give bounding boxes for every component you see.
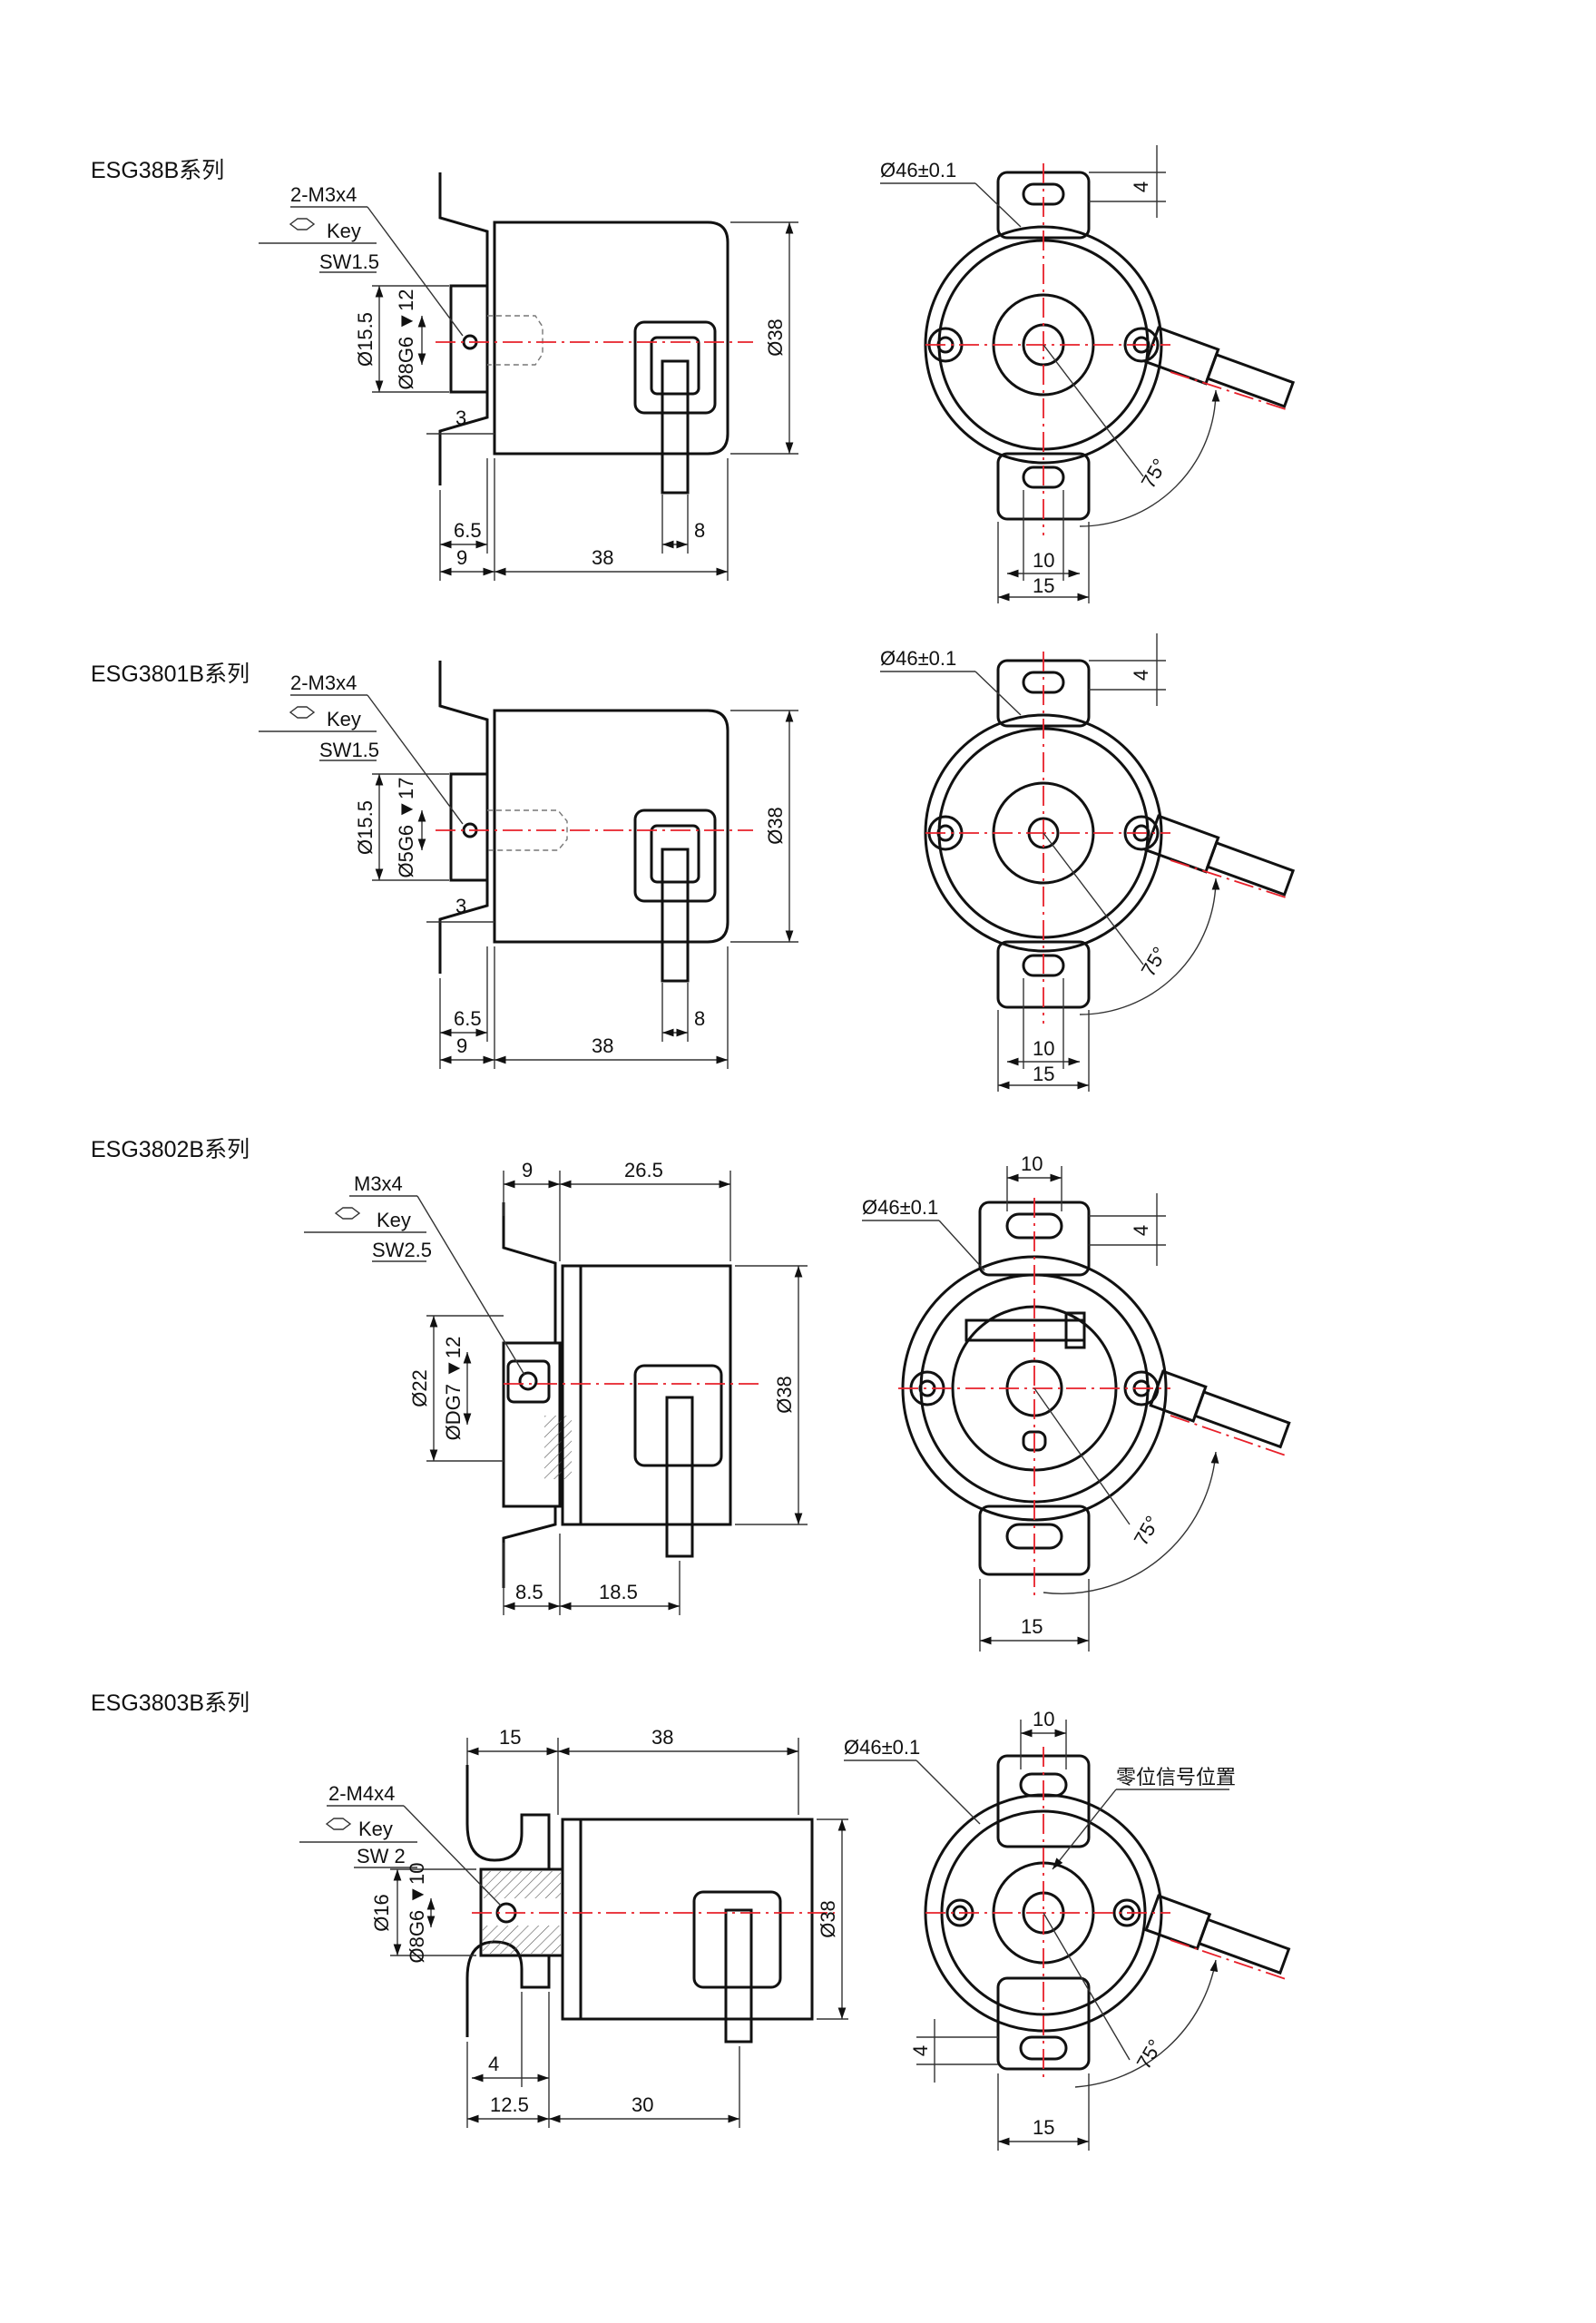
dim-step: 3 [455, 407, 466, 429]
angle-75: 75° [1130, 1512, 1164, 1549]
dim-left: 9 [456, 546, 467, 569]
dim-slot: 10 [1033, 1037, 1054, 1060]
sw-label: SW1.5 [319, 250, 379, 273]
side-view: 2-M4x4 Key SW 2 15 38 Ø16 Ø8G6 ▼10 Ø38 [299, 1726, 848, 2128]
side-view: 2-M3x4 Key SW1.5 Ø15.5 Ø5G6 ▼17 Ø38 3 [259, 661, 798, 1069]
hex-key-icon [334, 1207, 361, 1220]
hub-diameter: Ø15.5 [354, 312, 377, 367]
bore-diameter: Ø5G6 ▼17 [395, 777, 417, 877]
dim-step: 3 [455, 895, 466, 917]
angle-75: 75° [1137, 455, 1171, 492]
thread-label: M3x4 [354, 1172, 403, 1195]
series-title: ESG3801B系列 [91, 662, 250, 687]
dim-tab-width: 15 [1021, 1615, 1043, 1638]
dim-slot: 10 [1021, 1152, 1043, 1175]
series-title: ESG3803B系列 [91, 1691, 250, 1716]
pcd-label: Ø46±0.1 [880, 159, 956, 181]
series-esg3801b: ESG3801B系列 2-M3x4 Key SW1.5 Ø15.5 [91, 633, 1296, 1092]
key-label: Key [358, 1818, 393, 1840]
dim-bottom-left: 12.5 [490, 2093, 529, 2116]
angle-75: 75° [1137, 943, 1171, 980]
dim-tab-height: 4 [1130, 670, 1152, 681]
body-diameter: Ø38 [773, 1376, 796, 1414]
dim-tab-width: 15 [1033, 1063, 1054, 1085]
dim-tab-width: 15 [1033, 574, 1054, 597]
hex-key-icon [289, 218, 316, 230]
dim-cable: 8 [694, 1007, 705, 1030]
dim-length: 38 [592, 1034, 613, 1057]
series-esg3803b: ESG3803B系列 2-M4x4 Key SW 2 [91, 1691, 1291, 2151]
pcd-label: Ø46±0.1 [862, 1196, 938, 1219]
sw-label: SW1.5 [319, 739, 379, 761]
dim-slot: 10 [1033, 549, 1054, 572]
dim-top-left: 15 [499, 1726, 521, 1749]
dim-top-left: 9 [522, 1159, 533, 1181]
dim-top-length: 38 [651, 1726, 673, 1749]
dim-slot: 10 [1033, 1708, 1054, 1730]
thread-label: 2-M4x4 [328, 1782, 395, 1805]
pcd-label: Ø46±0.1 [844, 1736, 920, 1759]
zero-signal-note: 零位信号位置 [1116, 1766, 1236, 1789]
dim-tab-height: 4 [1130, 1225, 1152, 1236]
angle-75: 75° [1132, 2035, 1167, 2073]
dim-flange: 6.5 [454, 519, 482, 542]
dim-top-length: 26.5 [624, 1159, 663, 1181]
key-label: Key [377, 1209, 411, 1231]
dim-bottom-length: 30 [632, 2093, 653, 2116]
bore-diameter: Ø8G6 ▼12 [395, 289, 417, 389]
dim-step: 4 [488, 2053, 499, 2075]
thread-label: 2-M3x4 [290, 183, 357, 206]
side-view: M3x4 Key SW2.5 9 26.5 Ø22 ØDG7 ▼12 Ø38 [304, 1159, 808, 1615]
dim-bottom-length: 18.5 [599, 1581, 638, 1603]
front-view: 75° Ø46±0.1 4 10 15 [880, 633, 1296, 1092]
thread-label: 2-M3x4 [290, 671, 357, 694]
hex-key-icon [289, 706, 316, 719]
key-label: Key [327, 220, 361, 242]
sw-label: SW 2 [357, 1845, 406, 1867]
dim-tab-width: 15 [1033, 2116, 1054, 2139]
body-diameter: Ø38 [764, 319, 787, 357]
series-title: ESG38B系列 [91, 158, 224, 183]
front-view: 75° Ø46±0.1 4 10 15 [862, 1152, 1291, 1652]
dim-flange: 6.5 [454, 1007, 482, 1030]
side-view: 2-M3x4 Key SW1.5 Ø15.5 Ø8G6 ▼12 Ø38 3 [259, 172, 798, 581]
body-diameter: Ø38 [764, 807, 787, 845]
body-diameter: Ø38 [817, 1900, 839, 1938]
series-title: ESG3802B系列 [91, 1137, 250, 1162]
series-esg3802b: ESG3802B系列 M3x4 Key SW2.5 [91, 1137, 1291, 1652]
key-label: Key [327, 708, 361, 730]
sw-label: SW2.5 [372, 1239, 432, 1261]
series-esg38b: ESG38B系列 2-M3x4 Key SW1.5 [91, 145, 1296, 603]
dim-length: 38 [592, 546, 613, 569]
dim-tab-height: 4 [1130, 181, 1152, 192]
screw-icon [518, 1371, 538, 1391]
bore-diameter: Ø8G6 ▼10 [406, 1862, 428, 1963]
bore-diameter: ØDG7 ▼12 [442, 1337, 465, 1441]
dim-cable: 8 [694, 519, 705, 542]
hex-key-icon [325, 1818, 352, 1830]
dim-bottom-left: 8.5 [515, 1581, 543, 1603]
front-view: 75° Ø46±0.1 4 10 15 [880, 145, 1296, 603]
hub-diameter: Ø22 [408, 1369, 431, 1407]
dim-tab-height: 4 [909, 2045, 932, 2056]
hub-diameter: Ø16 [370, 1894, 393, 1932]
front-view: 75° Ø46±0.1 零位信号位置 10 4 15 [844, 1708, 1291, 2151]
dim-left: 9 [456, 1034, 467, 1057]
pcd-label: Ø46±0.1 [880, 647, 956, 670]
hub-diameter: Ø15.5 [354, 800, 377, 855]
